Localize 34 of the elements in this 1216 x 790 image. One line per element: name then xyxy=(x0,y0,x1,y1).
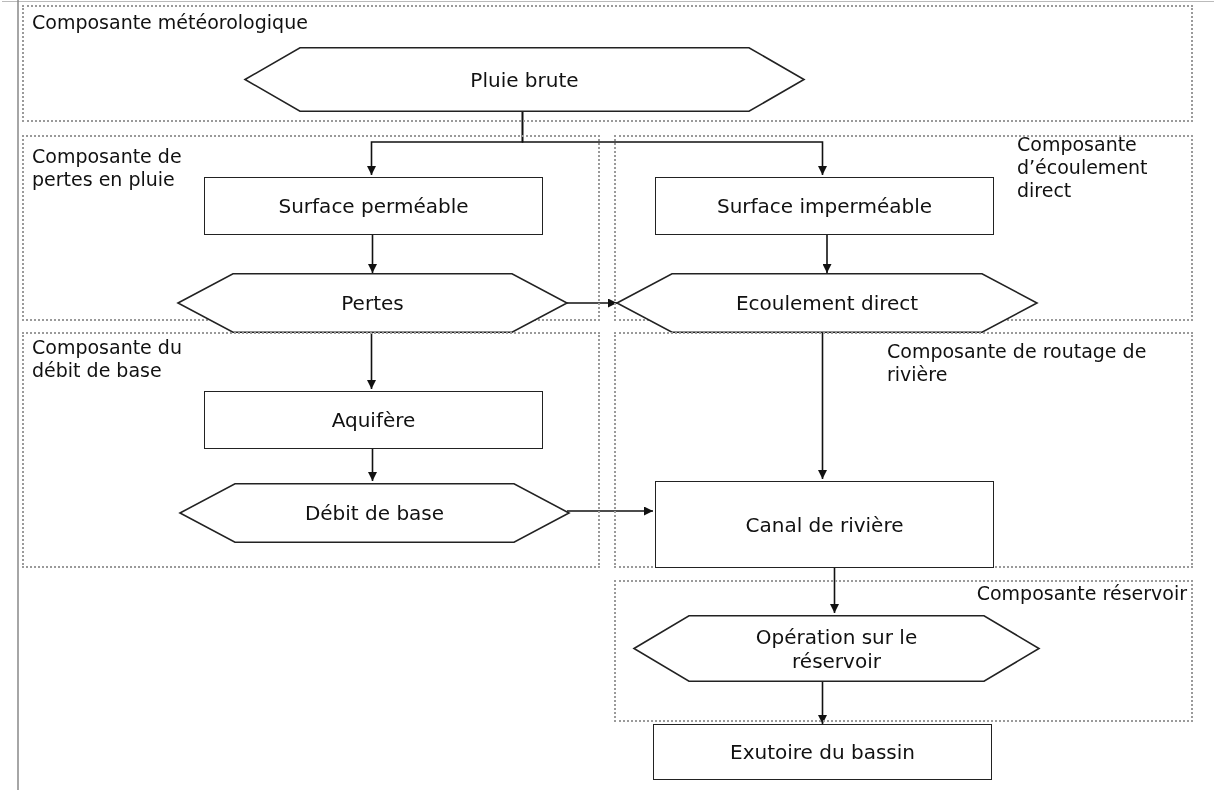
node-label: Opération sur le réservoir xyxy=(754,624,919,673)
node-label: Canal de rivière xyxy=(745,512,904,537)
arrow xyxy=(818,332,827,480)
panel-heading: Composante du débit de base xyxy=(32,336,183,382)
process-box xyxy=(204,177,543,235)
node-label: Débit de base xyxy=(304,501,445,525)
hexagon-node xyxy=(180,483,569,543)
node-label: Aquifère xyxy=(331,408,416,432)
panel-heading: Composante d’écoulement direct xyxy=(1017,133,1149,202)
node-label: Pertes xyxy=(341,291,404,315)
component-panel xyxy=(22,332,600,568)
component-panel xyxy=(22,5,1193,122)
arrow xyxy=(566,298,618,308)
node-label: Pluie brute xyxy=(470,67,579,92)
process-box xyxy=(653,724,992,780)
hexagon-node xyxy=(617,273,1037,333)
panel-heading: Composante de routage de rivière xyxy=(887,340,1148,386)
node-label: Ecoulement direct xyxy=(735,291,919,315)
process-box xyxy=(655,177,994,235)
hexagon-node xyxy=(178,273,567,333)
panel-heading: Composante météorologique xyxy=(32,11,308,34)
arrow xyxy=(566,506,654,516)
process-box xyxy=(655,481,994,568)
hexagon-node xyxy=(245,47,804,112)
arrow xyxy=(367,332,376,390)
node-label: Surface perméable xyxy=(278,194,469,218)
node-label: Surface imperméable xyxy=(716,194,933,218)
panel-heading: Composante réservoir xyxy=(976,582,1187,605)
component-panel xyxy=(614,332,1193,568)
hexagon-node xyxy=(634,615,1039,682)
node-label: Exutoire du bassin xyxy=(730,740,915,764)
panel-heading: Composante de pertes en pluie xyxy=(32,145,183,191)
process-box xyxy=(204,391,543,449)
component-panel xyxy=(614,580,1193,722)
